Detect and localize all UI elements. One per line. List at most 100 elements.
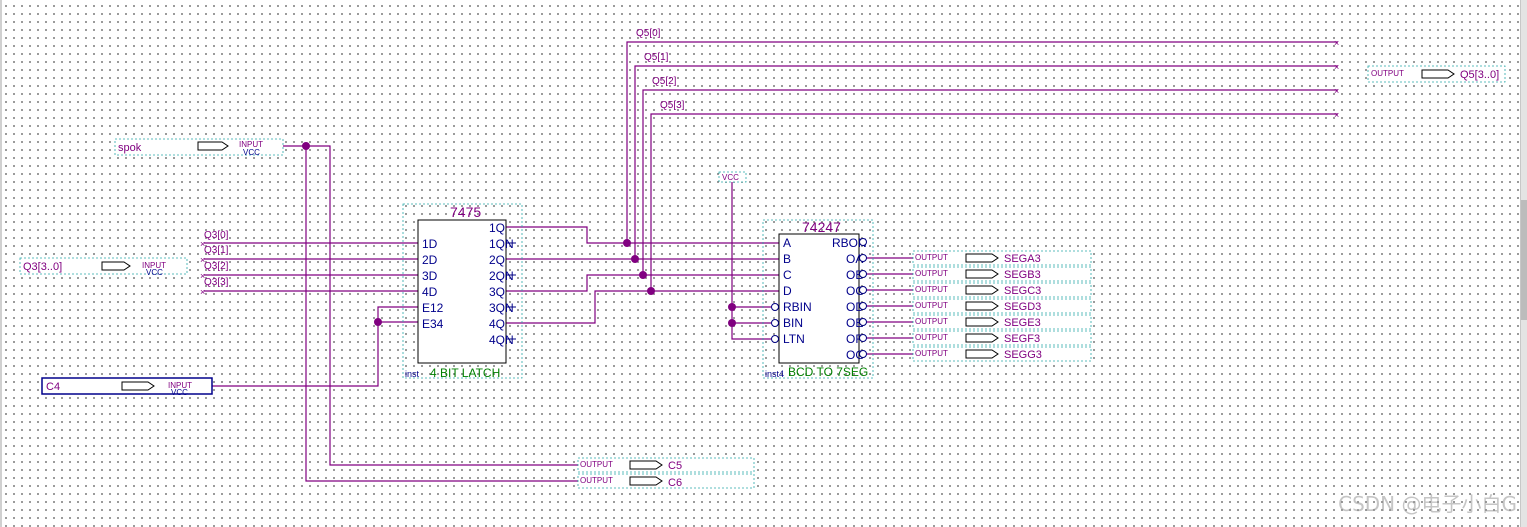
output-pin-sege[interactable]: OUTPUT SEGE3	[912, 314, 1092, 330]
latch-pin-3d: 3D	[422, 269, 438, 283]
vertical-scrollbar[interactable]	[1520, 0, 1527, 527]
inverter-bubble	[771, 303, 779, 311]
junction-dot	[631, 255, 639, 263]
output-pin-segg[interactable]: OUTPUT SEGG3	[912, 346, 1092, 362]
scrollbar-thumb[interactable]	[1521, 200, 1527, 320]
decoder-pin-a: A	[783, 236, 791, 250]
output-pin-type: OUTPUT	[580, 476, 613, 485]
wire-e12	[377, 306, 418, 322]
bus-label-q5-0: Q5[0]	[636, 28, 661, 39]
decoder-pin-ob: OB	[846, 268, 863, 282]
wire-c4	[211, 321, 418, 387]
bus-label-q5-2: Q5[2]	[652, 76, 677, 87]
output-pin-type: OUTPUT	[915, 269, 948, 278]
latch-pin-1q: 1Q	[489, 221, 505, 235]
input-pin-type: INPUT	[239, 140, 263, 149]
decoder-pin-b: B	[783, 252, 791, 266]
inverter-bubble	[859, 238, 867, 246]
latch-pin-3q: 3Q	[489, 285, 505, 299]
input-pin-type: INPUT	[168, 381, 192, 390]
output-pin-c5[interactable]: OUTPUT C5	[577, 457, 755, 473]
left-border	[0, 0, 2, 527]
wires	[130, 41, 1338, 482]
latch-pin-4d: 4D	[422, 285, 438, 299]
output-pin-frame	[912, 282, 1092, 298]
bus-label-q3-2: Q3[2]	[204, 261, 229, 272]
output-pin-name: SEGD3	[1004, 301, 1041, 313]
output-pin-name: C5	[668, 460, 682, 472]
output-pin-frame	[912, 330, 1092, 346]
vcc-label: VCC	[722, 173, 739, 182]
output-port-shape	[965, 349, 999, 359]
output-pin-segd[interactable]: OUTPUT SEGD3	[912, 298, 1092, 314]
output-pin-name: SEGG3	[1004, 349, 1042, 361]
no-connect-mark: ×	[200, 255, 205, 265]
output-pin-c6[interactable]: OUTPUT C6	[577, 473, 755, 489]
latch-frame	[402, 203, 523, 379]
decoder-pin-oc: OC	[846, 284, 864, 298]
output-pin-sega[interactable]: OUTPUT SEGA3	[912, 250, 1092, 266]
decoder-pin-bin: BIN	[783, 316, 803, 330]
decoder-pin-rbon: RBON	[832, 236, 867, 250]
latch-pin-2d: 2D	[422, 253, 438, 267]
output-port-shape	[629, 476, 663, 486]
output-pin-name: SEGF3	[1004, 333, 1040, 345]
decoder-pin-rbin: RBIN	[783, 300, 812, 314]
output-pin-name: SEGB3	[1004, 269, 1041, 281]
output-pin-name: SEGC3	[1004, 285, 1041, 297]
decoder-pin-oe: OE	[846, 316, 863, 330]
input-port-shape	[101, 261, 131, 271]
input-port-shape	[121, 381, 155, 391]
no-connect-mark: ×	[1334, 110, 1339, 120]
input-pin-default: VCC	[146, 268, 163, 277]
inverter-bubble	[859, 302, 867, 310]
latch-pin-e34: E34	[422, 317, 444, 331]
inverter-bubble	[859, 254, 867, 262]
output-pin-name: Q5[3..0]	[1460, 69, 1499, 81]
output-pin-segc[interactable]: OUTPUT SEGC3	[912, 282, 1092, 298]
output-port-shape	[965, 269, 999, 279]
output-pin-type: OUTPUT	[580, 460, 613, 469]
latch-pin-2q: 2Q	[489, 253, 505, 267]
junction-dot	[639, 271, 647, 279]
bus-labels: Q5[0] Q5[1] Q5[2] Q5[3] Q3[0] Q3[1] Q3[2…	[204, 28, 685, 288]
decoder-desc: BCD TO 7SEG	[788, 365, 868, 379]
output-port-shape	[965, 317, 999, 327]
latch-desc: 4 BIT LATCH	[430, 366, 500, 380]
wire-q5-0	[626, 41, 1338, 243]
output-pin-segb[interactable]: OUTPUT SEGB3	[912, 266, 1092, 282]
input-port-shape	[197, 141, 229, 151]
watermark: CSDN @电子小白G	[1338, 492, 1517, 516]
no-connect-mark: ×	[200, 287, 205, 297]
junctions	[302, 142, 736, 327]
latch-7475-symbol[interactable]: 7475 4 BIT LATCH inst 1D 2D 3D 4D E12 E3…	[402, 203, 523, 380]
decoder-frame	[762, 219, 874, 379]
input-pin-q3[interactable]: Q3[3..0] INPUT VCC	[19, 257, 188, 277]
input-pin-default: VCC	[243, 148, 260, 157]
no-connect-mark: ×	[1334, 86, 1339, 96]
no-connect-mark: ×	[200, 239, 205, 249]
junction-dot	[728, 319, 736, 327]
wire-vcc	[731, 180, 771, 340]
output-pin-type: OUTPUT	[915, 349, 948, 358]
output-port-shape	[629, 460, 663, 470]
input-pin-spok[interactable]: spok INPUT VCC	[114, 138, 284, 157]
bus-label-q3-1: Q3[1]	[204, 245, 229, 256]
output-pin-name: SEGA3	[1004, 253, 1041, 265]
output-pin-type: OUTPUT	[1371, 69, 1404, 78]
output-port-shape	[965, 301, 999, 311]
output-pin-frame	[912, 250, 1092, 266]
vcc-symbol[interactable]: VCC	[718, 171, 747, 183]
output-pin-frame	[912, 298, 1092, 314]
latch-pin-1d: 1D	[422, 237, 438, 251]
decoder-74247-symbol[interactable]: 74247 BCD TO 7SEG inst4 A B C D RBIN BIN…	[762, 219, 874, 379]
latch-pin-3qn: 3QN	[489, 301, 514, 315]
output-pin-q5[interactable]: OUTPUT Q5[3..0]	[1367, 65, 1506, 83]
input-pin-c4[interactable]: C4 INPUT VCC	[41, 377, 213, 397]
output-port-shape	[965, 333, 999, 343]
output-pin-segf[interactable]: OUTPUT SEGF3	[912, 330, 1092, 346]
output-pin-name: C6	[668, 477, 682, 489]
wire-q5-3	[650, 113, 1338, 290]
input-pin-default: VCC	[171, 388, 188, 397]
